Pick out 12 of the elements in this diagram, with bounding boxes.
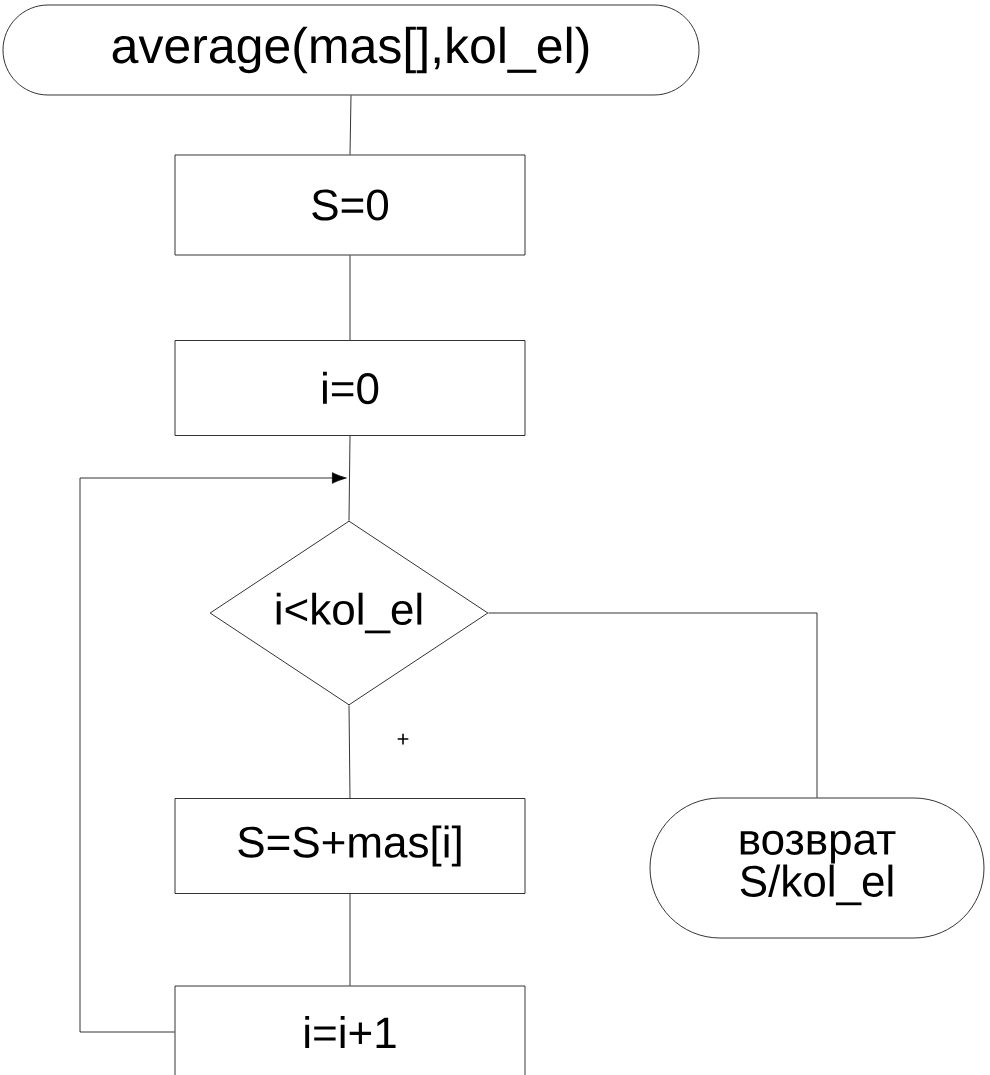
connector-line [488,612,818,798]
process-box: i=i+1 [174,985,526,1075]
process-box: i=0 [174,340,526,436]
connector-line [349,255,351,341]
connector-line [348,435,351,521]
connector-line [349,95,352,155]
process-box: S=S+mas[i] [174,798,526,894]
edge-label: + [395,732,411,748]
connector-line [349,893,351,986]
process-box: S=0 [174,154,526,256]
connector-line [79,472,347,1033]
connector-line [348,705,351,799]
